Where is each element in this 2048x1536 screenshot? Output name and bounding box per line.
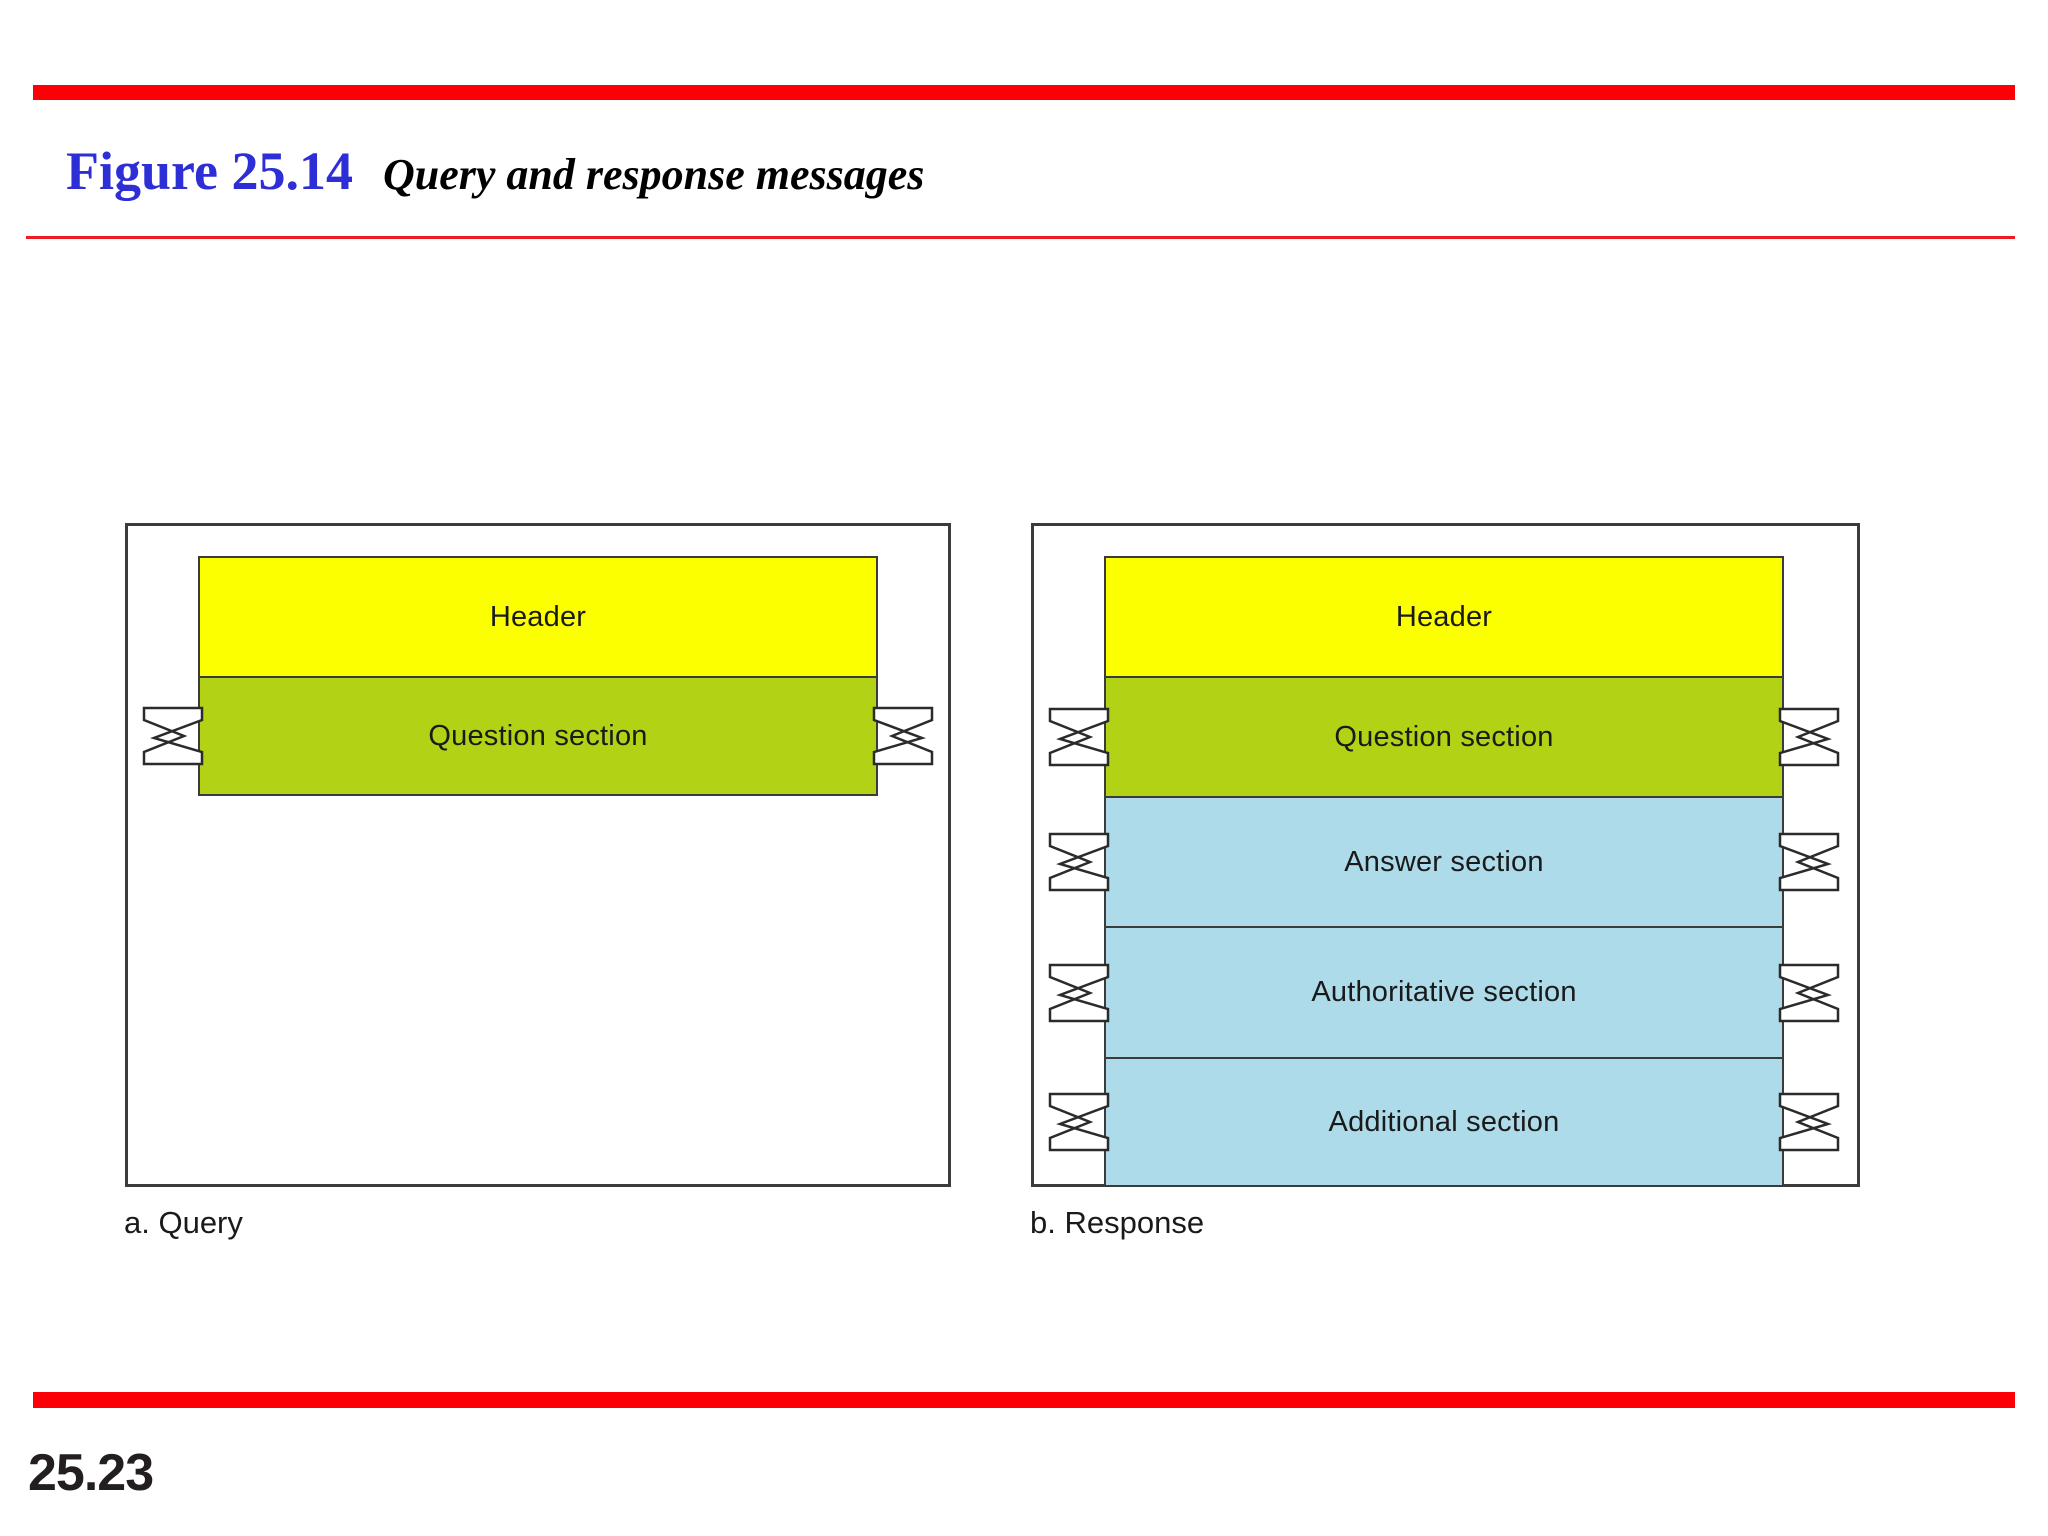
- title-underline-rule: [26, 236, 2015, 239]
- response-section-additional-label: Additional section: [1328, 1105, 1560, 1138]
- response-section-question: Question section: [1048, 676, 1840, 796]
- response-section-question-label: Question section: [1334, 720, 1554, 753]
- page-number: 25.23: [28, 1444, 154, 1502]
- query-section-header: Header: [198, 556, 878, 676]
- response-section-header: Header: [1104, 556, 1784, 676]
- query-section-header-label: Header: [489, 600, 587, 633]
- query-section-question: Question section: [142, 676, 934, 796]
- query-diagram-caption: a. Query: [124, 1205, 243, 1240]
- response-section-additional: Additional section: [1048, 1057, 1840, 1187]
- response-section-header-label: Header: [1395, 600, 1493, 633]
- figure-number: Figure 25.14: [66, 141, 353, 201]
- response-message-stack: Header Question section Answer section: [1048, 556, 1840, 1187]
- query-message-stack: Header Question section: [142, 556, 934, 796]
- figure-title: Query and response messages: [382, 150, 925, 199]
- response-section-authoritative-label: Authoritative section: [1311, 976, 1577, 1008]
- bottom-accent-rule: [33, 1392, 2015, 1408]
- query-section-question-label: Question section: [428, 719, 648, 752]
- response-section-answer-label: Answer section: [1344, 845, 1544, 878]
- figure-title-row: Figure 25.14 Query and response messages: [66, 140, 924, 202]
- response-diagram-caption: b. Response: [1030, 1205, 1205, 1240]
- top-accent-rule: [33, 85, 2015, 100]
- response-section-answer: Answer section: [1048, 796, 1840, 926]
- response-section-authoritative: Authoritative section: [1048, 926, 1840, 1057]
